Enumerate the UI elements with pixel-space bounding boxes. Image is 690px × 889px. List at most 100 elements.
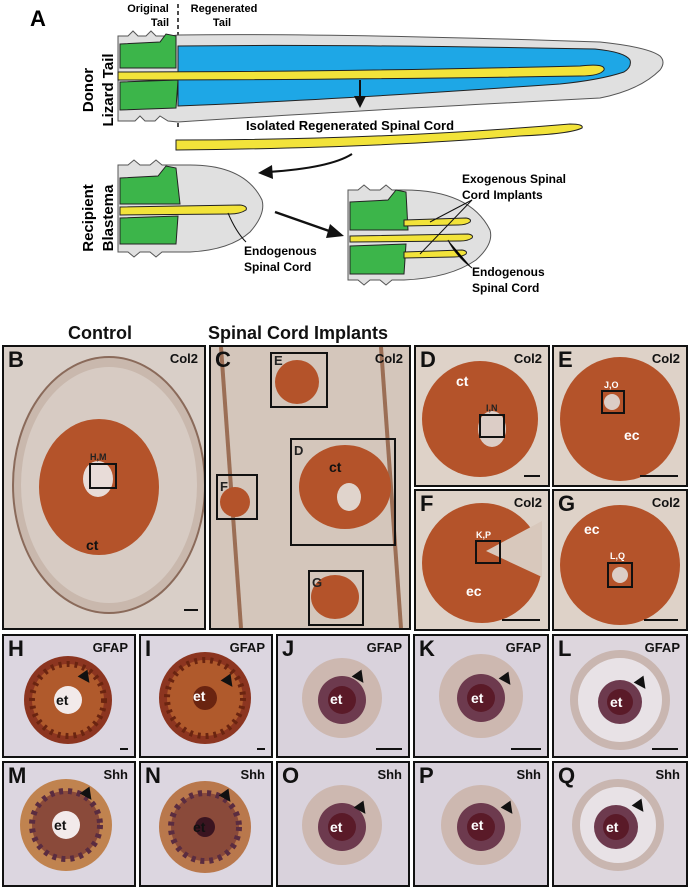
panel-n-letter: N <box>145 763 161 788</box>
panel-k-letter: K <box>419 636 435 661</box>
endogenous-right-label-2: Spinal Cord <box>472 281 539 295</box>
panel-j: J GFAP et <box>276 634 410 758</box>
exogenous-label-1: Exogenous Spinal <box>462 172 566 186</box>
panel-l-letter: L <box>558 636 572 661</box>
control-title: Control <box>68 323 132 343</box>
regenerated-tail-label-1: Regenerated <box>191 3 258 15</box>
panel-f-ec-label: ec <box>466 583 482 599</box>
panel-g-ec-label: ec <box>584 521 600 537</box>
panel-q-et-label: et <box>606 819 619 835</box>
panel-q: Q Shh et <box>552 761 688 887</box>
panel-h-et-label: et <box>56 692 69 708</box>
endogenous-left-label-2: Spinal Cord <box>244 260 311 274</box>
panel-c-ct-label: ct <box>329 459 342 475</box>
panel-k-stain: GFAP <box>505 640 541 655</box>
recipient-blastema-left <box>117 159 264 258</box>
panel-c-stain: Col2 <box>374 351 403 366</box>
panel-d-letter: D <box>420 347 436 372</box>
panel-g-box-label: L,Q <box>610 551 625 561</box>
panel-d-scalebar <box>524 475 540 477</box>
panel-c-sublabel-f: F <box>220 479 228 494</box>
svg-text:Donor: Donor <box>80 68 97 112</box>
panel-n-stain: Shh <box>240 767 265 782</box>
panel-p-stain: Shh <box>516 767 541 782</box>
panel-n-et-label: et <box>193 819 206 835</box>
panel-i-letter: I <box>145 636 152 661</box>
panel-m-letter: M <box>8 763 27 788</box>
panel-b-stain: Col2 <box>169 351 198 366</box>
panel-k-scalebar <box>511 748 541 750</box>
svg-text:Blastema: Blastema <box>100 184 117 251</box>
panel-d-box-label: I,N <box>486 403 498 413</box>
schematic-panel-a: A Original Tail Regenerated Tail Donor L… <box>30 3 664 295</box>
panel-b: B Col2 H,M ct <box>2 345 206 630</box>
panel-f-box-label: K,P <box>476 530 492 540</box>
panel-g: G Col2 ec L,Q <box>552 489 688 631</box>
panel-h-letter: H <box>8 636 24 661</box>
panel-m: M Shh et <box>2 761 136 887</box>
original-tail-label-2: Tail <box>151 17 169 29</box>
original-tail-label-1: Original <box>127 3 169 15</box>
isolated-spinal-cord <box>175 123 583 151</box>
panel-l: L GFAP et <box>552 634 688 758</box>
panel-o-letter: O <box>282 763 300 788</box>
panel-b-ct-label: ct <box>86 537 99 553</box>
endogenous-left-label-1: Endogenous <box>244 244 317 258</box>
panel-i-et-label: et <box>193 688 206 704</box>
regenerated-tail-label-2: Tail <box>213 17 231 29</box>
panel-p-et-label: et <box>471 817 484 833</box>
panel-h-stain: GFAP <box>92 640 128 655</box>
panel-e-ec-label: ec <box>624 427 640 443</box>
panel-b-letter: B <box>8 347 24 372</box>
panel-d: D Col2 ct I,N <box>414 345 550 487</box>
panel-m-et-label: et <box>54 817 67 833</box>
panel-c-letter: C <box>215 347 231 372</box>
donor-tail-diagram <box>117 30 664 123</box>
donor-label: Donor Lizard Tail <box>80 53 117 126</box>
panel-f-letter: F <box>420 491 434 516</box>
panel-h-scalebar <box>120 748 128 750</box>
panel-c-sublabel-e: E <box>274 353 283 368</box>
panel-j-stain: GFAP <box>366 640 402 655</box>
panel-p: P Shh et <box>413 761 549 887</box>
isolated-spinal-cord-label: Isolated Regenerated Spinal Cord <box>246 118 454 133</box>
panel-g-stain: Col2 <box>651 495 680 510</box>
recipient-blastema-right <box>347 184 492 286</box>
panel-e-scalebar <box>640 475 678 477</box>
panel-h: H GFAP et <box>2 634 136 758</box>
panel-k: K GFAP et <box>413 634 549 758</box>
panel-q-stain: Shh <box>655 767 680 782</box>
panel-m-stain: Shh <box>103 767 128 782</box>
panel-j-scalebar <box>376 748 402 750</box>
panel-a-letter: A <box>30 6 46 31</box>
control-tissue-section <box>12 356 204 614</box>
panel-o: O Shh et <box>276 761 410 887</box>
implant-tissue-section <box>216 347 403 628</box>
panel-g-letter: G <box>558 491 576 516</box>
panel-n: N Shh et <box>139 761 273 887</box>
svg-text:Recipient: Recipient <box>80 184 97 252</box>
panel-e: E Col2 J,O ec <box>552 345 688 487</box>
panel-b-scalebar <box>184 609 198 611</box>
panel-j-letter: J <box>282 636 295 661</box>
panel-i-scalebar <box>257 748 265 750</box>
panel-l-et-label: et <box>610 694 623 710</box>
panel-c: C Col2 E D F G ct <box>209 345 411 630</box>
panel-e-box-label: J,O <box>604 380 619 390</box>
recipient-label: Recipient Blastema <box>80 184 117 252</box>
panel-l-stain: GFAP <box>644 640 680 655</box>
panel-i-stain: GFAP <box>229 640 265 655</box>
panel-f: F Col2 K,P ec <box>414 489 550 631</box>
panel-p-letter: P <box>419 763 434 788</box>
panel-i: I GFAP et <box>139 634 273 758</box>
panel-j-et-label: et <box>330 691 343 707</box>
panel-b-box-label: H,M <box>90 452 107 462</box>
panel-d-ct-label: ct <box>456 373 469 389</box>
panel-k-et-label: et <box>471 690 484 706</box>
endogenous-right-label-1: Endogenous <box>472 265 545 279</box>
panel-o-et-label: et <box>330 819 343 835</box>
panel-e-letter: E <box>558 347 573 372</box>
panel-d-stain: Col2 <box>513 351 542 366</box>
panel-e-stain: Col2 <box>651 351 680 366</box>
panel-f-scalebar <box>502 619 540 621</box>
